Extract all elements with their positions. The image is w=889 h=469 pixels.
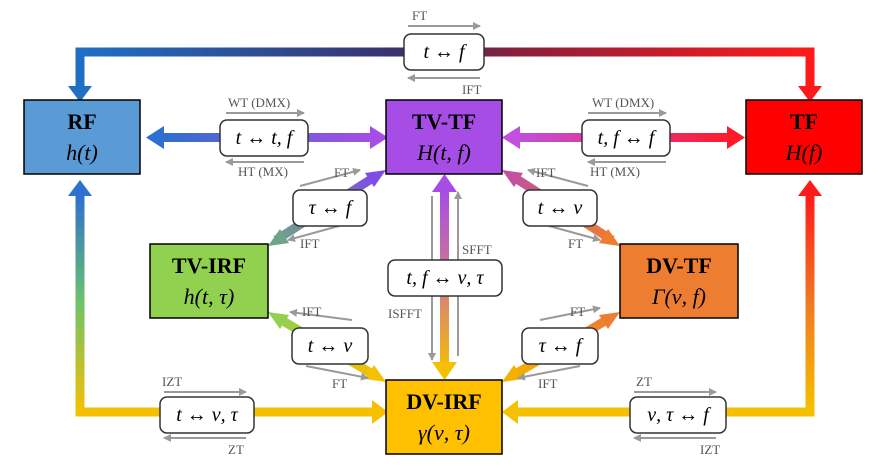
operator-top-label: t ↔ f: [423, 41, 467, 63]
node-dvtf-expr: Γ(ν, f): [651, 284, 706, 309]
operator-dvtf-dvirf-label: τ ↔ f: [539, 335, 584, 357]
left-ht-label: HT (MX): [238, 164, 288, 179]
operator-rf-dvirf-label: t ↔ ν, τ: [176, 404, 238, 426]
operator-tvirf-dvirf: t ↔ ν: [291, 327, 369, 365]
operator-center-label: t, f ↔ ν, τ: [406, 267, 484, 289]
node-dvirf-expr: γ(ν, τ): [418, 420, 470, 445]
node-dvtf: DV-TF Γ(ν, f): [619, 243, 739, 319]
operator-top: t ↔ f: [403, 33, 485, 71]
isfft-label: ISFFT: [388, 306, 422, 321]
lr-ft-arrow: [539, 305, 601, 321]
operator-tvtf-dvtf-label: t ↔ ν: [538, 197, 583, 219]
operator-center: t, f ↔ ν, τ: [387, 259, 503, 297]
node-rf: RF h(t): [23, 99, 141, 175]
lr-ft-label: FT: [570, 304, 585, 319]
left-loop-connector: [68, 180, 388, 424]
lr-ift-label: IFT: [538, 376, 558, 391]
right-ht-label: HT (MX): [590, 164, 640, 179]
operator-tvirf-dvirf-label: t ↔ ν: [308, 335, 353, 357]
ur-ft-label: FT: [568, 236, 583, 251]
operator-rf-dvirf: t ↔ ν, τ: [159, 396, 255, 434]
ul-ft-arrow: [299, 167, 361, 187]
node-tf-title: TF: [790, 109, 818, 134]
ll-ft-label: FT: [332, 376, 347, 391]
operator-tvtf-tvirf-label: τ ↔ f: [309, 197, 354, 219]
operator-tvtf-tf-label: t, f ↔ f: [598, 127, 657, 149]
bl-izt-label: IZT: [162, 374, 182, 389]
operator-rf-tvtf-label: t ↔ t, f: [236, 127, 295, 149]
ul-ift-label: IFT: [300, 236, 320, 251]
node-dvirf-title: DV-IRF: [406, 389, 481, 414]
lr-ift-arrow: [517, 365, 581, 381]
ll-ift-arrow: [289, 308, 353, 321]
sfft-label: SFFT: [462, 242, 492, 257]
right-loop-connector: [502, 180, 822, 424]
operator-dvtf-dvirf: τ ↔ f: [521, 327, 599, 365]
ur-ift-label: IFT: [536, 165, 556, 180]
node-rf-title: RF: [67, 109, 96, 134]
operator-tvtf-tvirf: τ ↔ f: [292, 189, 368, 227]
right-wt-label: WT (DMX): [592, 95, 654, 110]
operator-tvtf-dvtf: t ↔ ν: [522, 189, 598, 227]
operator-rf-tvtf: t ↔ t, f: [219, 119, 309, 157]
node-tf: TF H(f): [745, 99, 863, 175]
left-wt-label: WT (DMX): [228, 95, 290, 110]
node-tf-expr: H(f): [785, 140, 823, 165]
ur-ift-arrow: [527, 167, 589, 187]
node-rf-expr: h(t): [66, 140, 98, 165]
top-ft-label: FT: [412, 8, 427, 23]
ul-ft-label: FT: [334, 165, 349, 180]
node-tvirf: TV-IRF h(t, τ): [149, 243, 269, 319]
node-dvtf-title: DV-TF: [646, 253, 712, 278]
br-izt-label: IZT: [700, 442, 720, 457]
node-tvtf-title: TV-TF: [412, 109, 476, 134]
operator-tf-dvirf: ν, τ ↔ f: [629, 396, 727, 434]
ll-ift-label: IFT: [302, 304, 322, 319]
node-tvirf-title: TV-IRF: [172, 253, 246, 278]
operator-tvtf-tf: t, f ↔ f: [581, 119, 671, 157]
br-zt-label: ZT: [636, 374, 652, 389]
ll-ft-arrow: [305, 365, 369, 381]
node-dvirf: DV-IRF γ(ν, τ): [385, 379, 503, 455]
bl-zt-label: ZT: [228, 442, 244, 457]
top-ift-label: IFT: [462, 82, 482, 97]
node-tvtf-expr: H(t, f): [416, 140, 471, 165]
node-tvirf-expr: h(t, τ): [184, 284, 235, 309]
operator-tf-dvirf-label: ν, τ ↔ f: [647, 404, 711, 426]
node-tvtf: TV-TF H(t, f): [385, 99, 503, 175]
